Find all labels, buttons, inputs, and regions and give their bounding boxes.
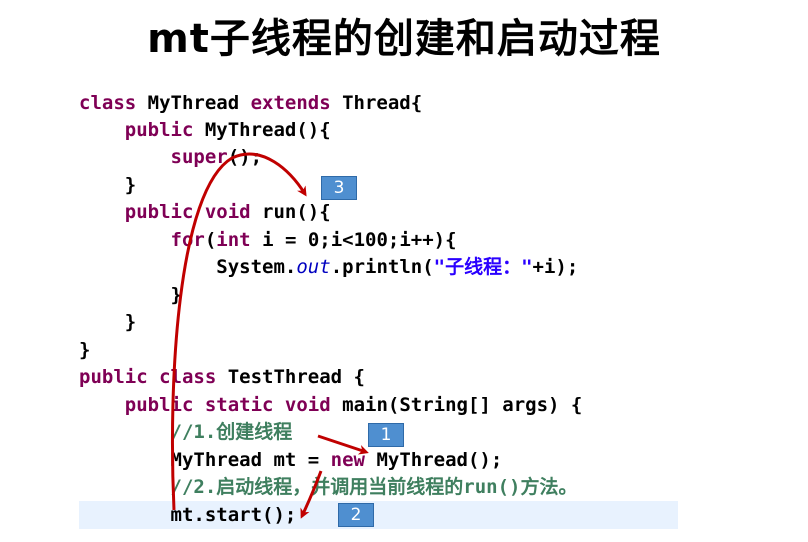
code-line-7: System.out.println("子线程："+i); xyxy=(79,254,578,280)
code-line-5: public void run(){ xyxy=(79,199,331,225)
code-text: run(){ xyxy=(262,201,331,223)
keyword: void xyxy=(204,201,263,223)
code-text: MyThread mt = xyxy=(170,449,331,471)
current-line-highlight xyxy=(79,501,678,529)
code-text: +i); xyxy=(532,256,579,278)
code-line-4: } xyxy=(79,172,136,198)
keyword: public xyxy=(124,394,205,416)
code-text: ( xyxy=(204,229,217,251)
code-line-6: for(int i = 0;i<100;i++){ xyxy=(79,227,457,253)
code-text: mt.start(); xyxy=(170,504,297,526)
string-literal: "子线程：" xyxy=(433,256,533,278)
keyword: int xyxy=(216,229,263,251)
arrow-2 xyxy=(300,470,323,519)
code-comment: //1.创建线程 xyxy=(170,421,293,443)
keyword: extends xyxy=(250,92,343,114)
code-line-13: //1.创建线程 xyxy=(79,419,293,445)
code-line-1: class MyThread extends Thread{ xyxy=(79,90,422,116)
code-line-10: } xyxy=(79,337,90,363)
code-comment: //2.启动线程，并调用当前线程的run()方法。 xyxy=(170,476,578,498)
keyword: for xyxy=(170,229,205,251)
code-text: } xyxy=(124,174,137,196)
code-line-14: MyThread mt = new MyThread(); xyxy=(79,447,503,473)
slide-title: mt子线程的创建和启动过程 xyxy=(147,16,661,62)
keyword: static xyxy=(204,394,285,416)
code-text: MyThread(); xyxy=(376,449,503,471)
code-text: .println( xyxy=(330,256,434,278)
code-text: } xyxy=(170,284,182,306)
code-text: } xyxy=(124,311,137,333)
keyword: class xyxy=(79,92,148,114)
field-reference: out xyxy=(296,256,331,278)
keyword: void xyxy=(284,394,343,416)
code-text: (); xyxy=(227,146,263,168)
keyword: public xyxy=(79,366,160,388)
keyword: public xyxy=(124,119,205,141)
code-line-8: } xyxy=(79,282,182,308)
code-line-15: //2.启动线程，并调用当前线程的run()方法。 xyxy=(79,474,578,500)
code-line-12: public static void main(String[] args) { xyxy=(79,392,583,418)
arrow-1 xyxy=(317,434,369,455)
keyword: new xyxy=(330,449,377,471)
code-text: i = 0;i<100;i++){ xyxy=(262,229,457,251)
code-line-3: super(); xyxy=(79,144,263,170)
keyword: public xyxy=(124,201,205,223)
code-text: TestThread { xyxy=(227,366,365,388)
code-text: MyThread xyxy=(147,92,251,114)
code-text: Thread{ xyxy=(342,92,423,114)
code-text: } xyxy=(79,339,91,361)
arrow-3 xyxy=(170,152,307,511)
keyword: super xyxy=(170,146,228,168)
step-badge-1: 1 xyxy=(368,423,404,447)
code-line-9: } xyxy=(79,309,136,335)
code-line-2: public MyThread(){ xyxy=(79,117,331,143)
code-text: MyThread(){ xyxy=(204,119,331,141)
step-badge-3: 3 xyxy=(321,176,357,200)
code-line-16: mt.start(); xyxy=(79,502,297,528)
code-text: main(String[] args) { xyxy=(342,394,583,416)
step-badge-2: 2 xyxy=(338,503,374,527)
code-text: System. xyxy=(216,256,297,278)
